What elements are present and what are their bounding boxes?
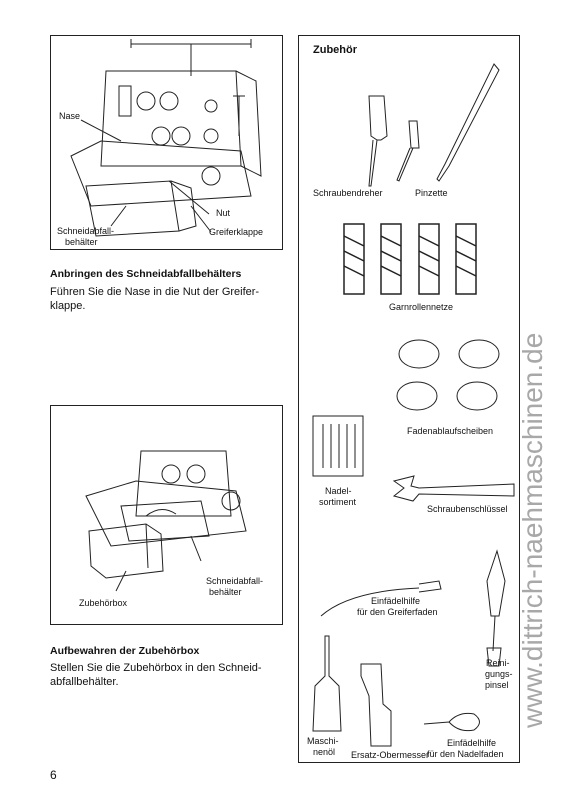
label-pinzette: Pinzette [415,188,448,198]
paragraph-attach-line2: klappe. [50,300,86,312]
needle-threader-icon [423,712,480,732]
heading-store-accessory-box: Aufbewahren der Zubehörbox [50,645,200,657]
paragraph-attach-line1: Führen Sie die Nase in die Nut der Greif… [50,286,260,298]
label-schneidabfall-line2: behälter [65,237,98,247]
accessories-title: Zubehör [313,44,357,56]
label-oel-line2: nenöl [313,747,336,757]
watermark: www.dittrich-naehmaschinen.de [517,333,548,729]
tweezers-icon [436,63,500,182]
label-einf-greifer-line1: Einfädelhilfe [371,596,421,606]
label-schneidabfall2-line1: Schneidabfall- [206,576,264,586]
screwdriver-large-icon [368,95,388,187]
label-reinigung-line1: Reini- [486,658,510,668]
label-einf-greifer-line2: für den Greiferfaden [357,607,438,617]
page-number: 6 [50,768,57,782]
label-schneidabfall2-line2: behälter [209,587,242,597]
watermark-text: www.dittrich-naehmaschinen.de [517,333,548,729]
label-oel-line1: Maschi- [307,736,339,746]
looper-threader-icon [320,580,442,617]
label-schneidabfall-line1: Schneidabfall- [57,226,115,236]
screwdriver-small-icon [396,120,420,182]
serger-illustration-2 [85,450,247,592]
label-nadel-line2: sortiment [319,497,357,507]
thread-nets-icon [343,223,477,295]
wrench-icon [392,475,515,502]
accessories-panel: Zubehör [298,35,520,763]
accessories-illustrations [312,63,515,747]
figure-store-accessory-box: Schneidabfall- behälter Zubehörbox [50,405,283,625]
label-nadel-line1: Nadel- [325,486,352,496]
oil-bottle-icon [312,635,342,732]
paragraph-store-line1: Stellen Sie die Zubehörbox in den Schnei… [50,662,262,674]
upper-knife-icon [360,663,392,747]
label-schraubendreher: Schraubendreher [313,188,383,198]
serger-illustration-1 [70,39,262,237]
label-zubehoerbox: Zubehörbox [79,598,128,608]
label-reinigung-line3: pinsel [485,680,509,690]
label-reinigung-line2: gungs- [485,669,513,679]
spool-caps-icon [396,339,500,411]
label-nut: Nut [216,208,231,218]
heading-attach-waste-container: Anbringen des Schneidabfallbehälters [50,268,242,280]
paragraph-store-line2: abfallbehälter. [50,676,119,688]
label-fadenablaufscheiben: Fadenablaufscheiben [407,426,494,436]
needle-set-icon [312,415,364,477]
label-obermesser: Ersatz-Obermesser [351,750,430,760]
cleaning-brush-icon [486,549,506,667]
figure-attach-waste-container: Nase Nut Greiferklappe Schneidabfall- be… [50,35,283,250]
label-garnrollennetze: Garnrollennetze [389,302,454,312]
label-greiferklappe: Greiferklappe [209,227,264,237]
label-einf-nadel-line2: für den Nadelfaden [427,749,504,759]
label-einf-nadel-line1: Einfädelhilfe [447,738,497,748]
label-nase: Nase [59,111,81,121]
label-schraubenschluessel: Schraubenschlüssel [427,504,508,514]
